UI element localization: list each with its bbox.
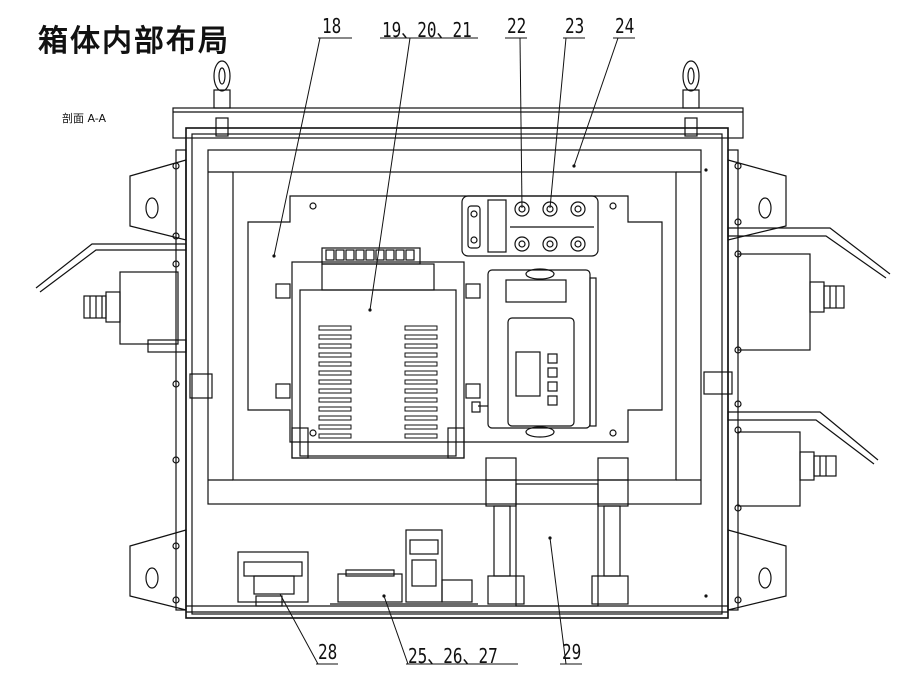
lifting-eye-right xyxy=(682,60,700,137)
section-label: 剖面 A-A xyxy=(62,112,107,125)
callout-24: 24 xyxy=(615,14,635,38)
callout-29: 29 xyxy=(562,640,582,664)
callout-18: 18 xyxy=(322,14,342,38)
controller-unit xyxy=(471,268,597,438)
leader-lines xyxy=(273,37,635,665)
side-bolts xyxy=(172,162,742,604)
callout-19-20-21: 19、20、21 xyxy=(382,18,472,42)
inner-frame xyxy=(207,149,702,505)
top-canopy xyxy=(172,107,744,139)
breaker xyxy=(237,551,309,607)
drawing-title: 箱体内部布局 xyxy=(38,24,230,59)
left-brackets xyxy=(129,149,187,611)
mounting-plate xyxy=(247,195,663,443)
cable-stand xyxy=(485,457,629,607)
lifting-eye-left xyxy=(213,60,231,137)
callout-22: 22 xyxy=(507,14,527,38)
right-cable-gland-lower xyxy=(727,411,879,507)
terminal-block xyxy=(325,249,415,261)
callout-28: 28 xyxy=(318,640,338,664)
reference-dots xyxy=(272,164,708,598)
connector-module xyxy=(461,195,599,257)
vent-slots-right xyxy=(404,325,438,439)
right-cable-gland-upper xyxy=(703,227,891,395)
callout-25-26-27: 25、26、27 xyxy=(408,644,498,668)
power-supply xyxy=(275,247,481,459)
terminal-devices xyxy=(330,529,478,605)
callout-23: 23 xyxy=(565,14,585,38)
enclosure-body xyxy=(185,127,729,619)
vent-slots-left xyxy=(318,325,352,439)
left-cable-gland xyxy=(35,243,213,399)
right-brackets xyxy=(727,149,787,611)
